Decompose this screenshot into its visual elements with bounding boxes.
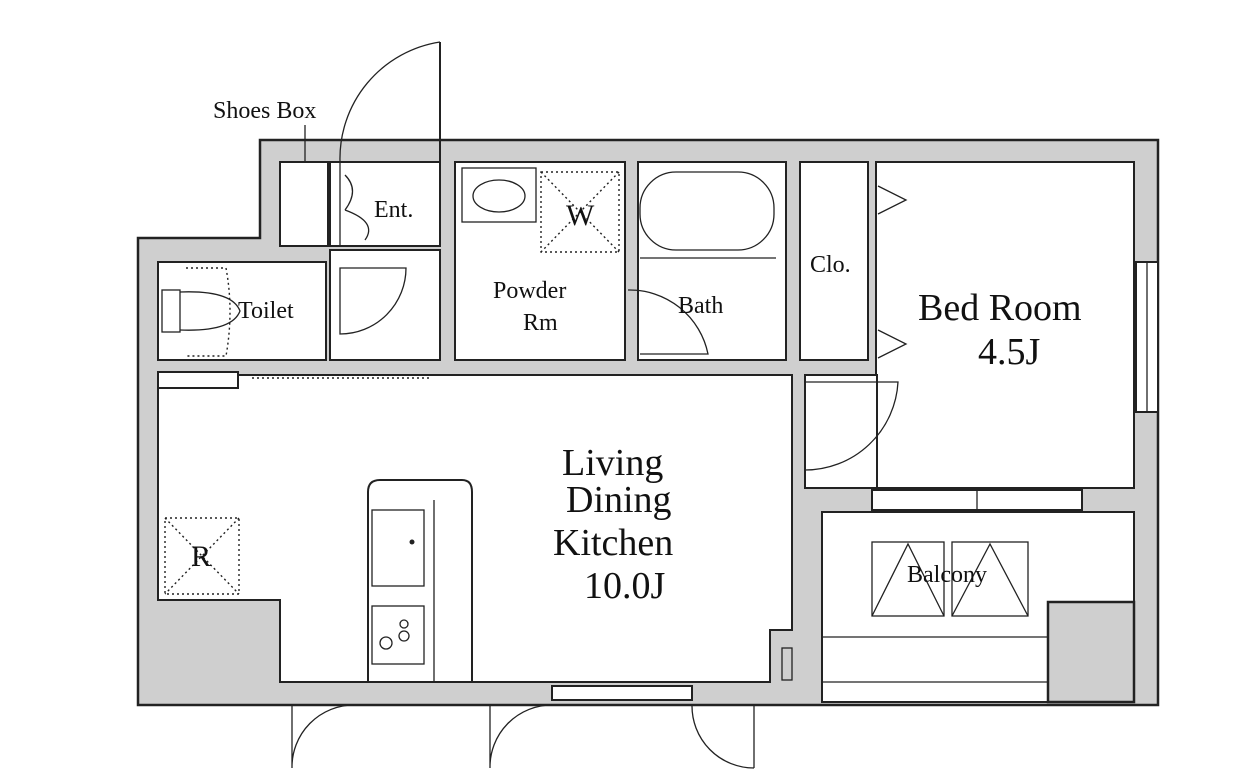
burner-1 [379,636,393,650]
bath-label: Bath [678,293,723,319]
ldk-label-2: Dining [566,479,672,521]
sink-basin [472,179,526,213]
balcony-label: Balcony [907,562,987,588]
wall-panel [781,647,793,681]
toilet-tank [161,289,181,333]
washer-label: W [566,199,595,232]
ac-unit-2 [951,541,1029,617]
powder-label-2: Rm [523,310,558,336]
bedroom-door-arc [804,381,899,471]
bedroom-hall [804,374,878,489]
bedroom [875,161,1135,489]
hall-door-arc [339,267,407,335]
closet-door-bottom [877,329,908,359]
toilet-outline-dotted [186,267,231,357]
ldk-label-3: Kitchen [553,522,673,564]
ldk-door-1 [291,704,355,769]
burner-2 [398,630,410,642]
bedroom-label-2: 4.5J [978,331,1040,373]
closet-room [799,161,869,361]
toilet-label: Toilet [238,298,294,324]
refrigerator-box [164,517,240,595]
ac-unit-1 [871,541,945,617]
bath-door-arc [627,289,709,355]
ldk-door-2 [489,704,553,769]
washer-diag-2 [540,171,620,253]
ent-swing-1 [344,174,354,211]
powder-label-1: Powder [493,278,566,304]
powder-room [454,161,626,361]
ldk-door-3 [691,704,755,769]
bath-room [637,161,787,361]
ac-unit-2-fan [951,542,1029,617]
refrigerator-label: R [191,540,211,573]
toilet-room [157,261,327,361]
closet-label: Clo. [810,252,851,278]
ldk-window-strip [551,685,693,701]
hall-area [329,249,441,361]
sink-counter [461,167,537,223]
cooktop [371,605,425,665]
closet-door-top [877,185,908,215]
sink-drain [409,539,415,545]
washer-box [540,171,620,253]
ac-unit-1-fan [871,542,945,617]
entrance-label: Ent. [374,197,413,223]
kitchen-sink [371,509,425,587]
balcony-column [1046,600,1136,704]
shelf-strip [157,371,239,389]
ldk-label-4: 10.0J [584,565,665,607]
bedroom-label-1: Bed Room [918,287,1082,329]
bathtub [639,171,775,251]
entrance-door-arc [339,41,441,246]
ldk-label-1: Living [562,442,663,484]
ldk-room [157,374,793,683]
kitchen-counter [367,479,473,682]
burner-3 [399,619,409,629]
ent-swing-2 [344,209,370,241]
shoes-box-area [279,161,329,247]
shoes-box-label: Shoes Box [213,98,316,124]
toilet-bowl [179,291,241,331]
